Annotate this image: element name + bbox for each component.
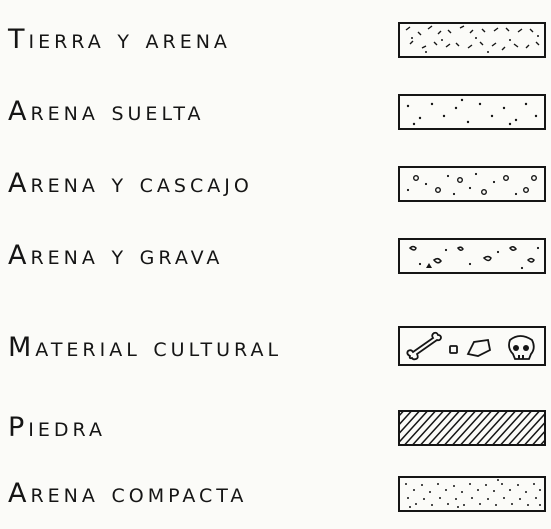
legend-row-arena-suelta: Arena suelta — [0, 94, 551, 134]
pattern-swatch-tierra-y-arena — [398, 22, 546, 58]
legend-row-piedra: Piedra — [0, 410, 551, 450]
pattern-swatch-arena-y-cascajo — [398, 166, 546, 202]
legend-label: Piedra — [8, 412, 106, 443]
legend-label: Arena y grava — [8, 240, 224, 271]
legend-label: Material cultural — [8, 332, 283, 363]
pattern-swatch-piedra — [398, 410, 546, 446]
legend-row-material-cultural: Material cultural — [0, 326, 551, 370]
legend-label: Arena y cascajo — [8, 168, 253, 199]
pattern-swatch-arena-suelta — [398, 94, 546, 130]
pattern-swatch-arena-y-grava — [398, 238, 546, 274]
pattern-swatch-material-cultural — [398, 326, 546, 366]
legend-row-arena-compacta: Arena compacta — [0, 476, 551, 516]
pattern-swatch-arena-compacta — [398, 476, 546, 512]
legend-row-tierra-y-arena: Tierra y arena — [0, 22, 551, 62]
legend-label: Tierra y arena — [8, 24, 231, 55]
legend-row-arena-y-grava: Arena y grava — [0, 238, 551, 278]
legend-label: Arena suelta — [8, 96, 205, 127]
legend-row-arena-y-cascajo: Arena y cascajo — [0, 166, 551, 206]
legend-label: Arena compacta — [8, 478, 248, 509]
